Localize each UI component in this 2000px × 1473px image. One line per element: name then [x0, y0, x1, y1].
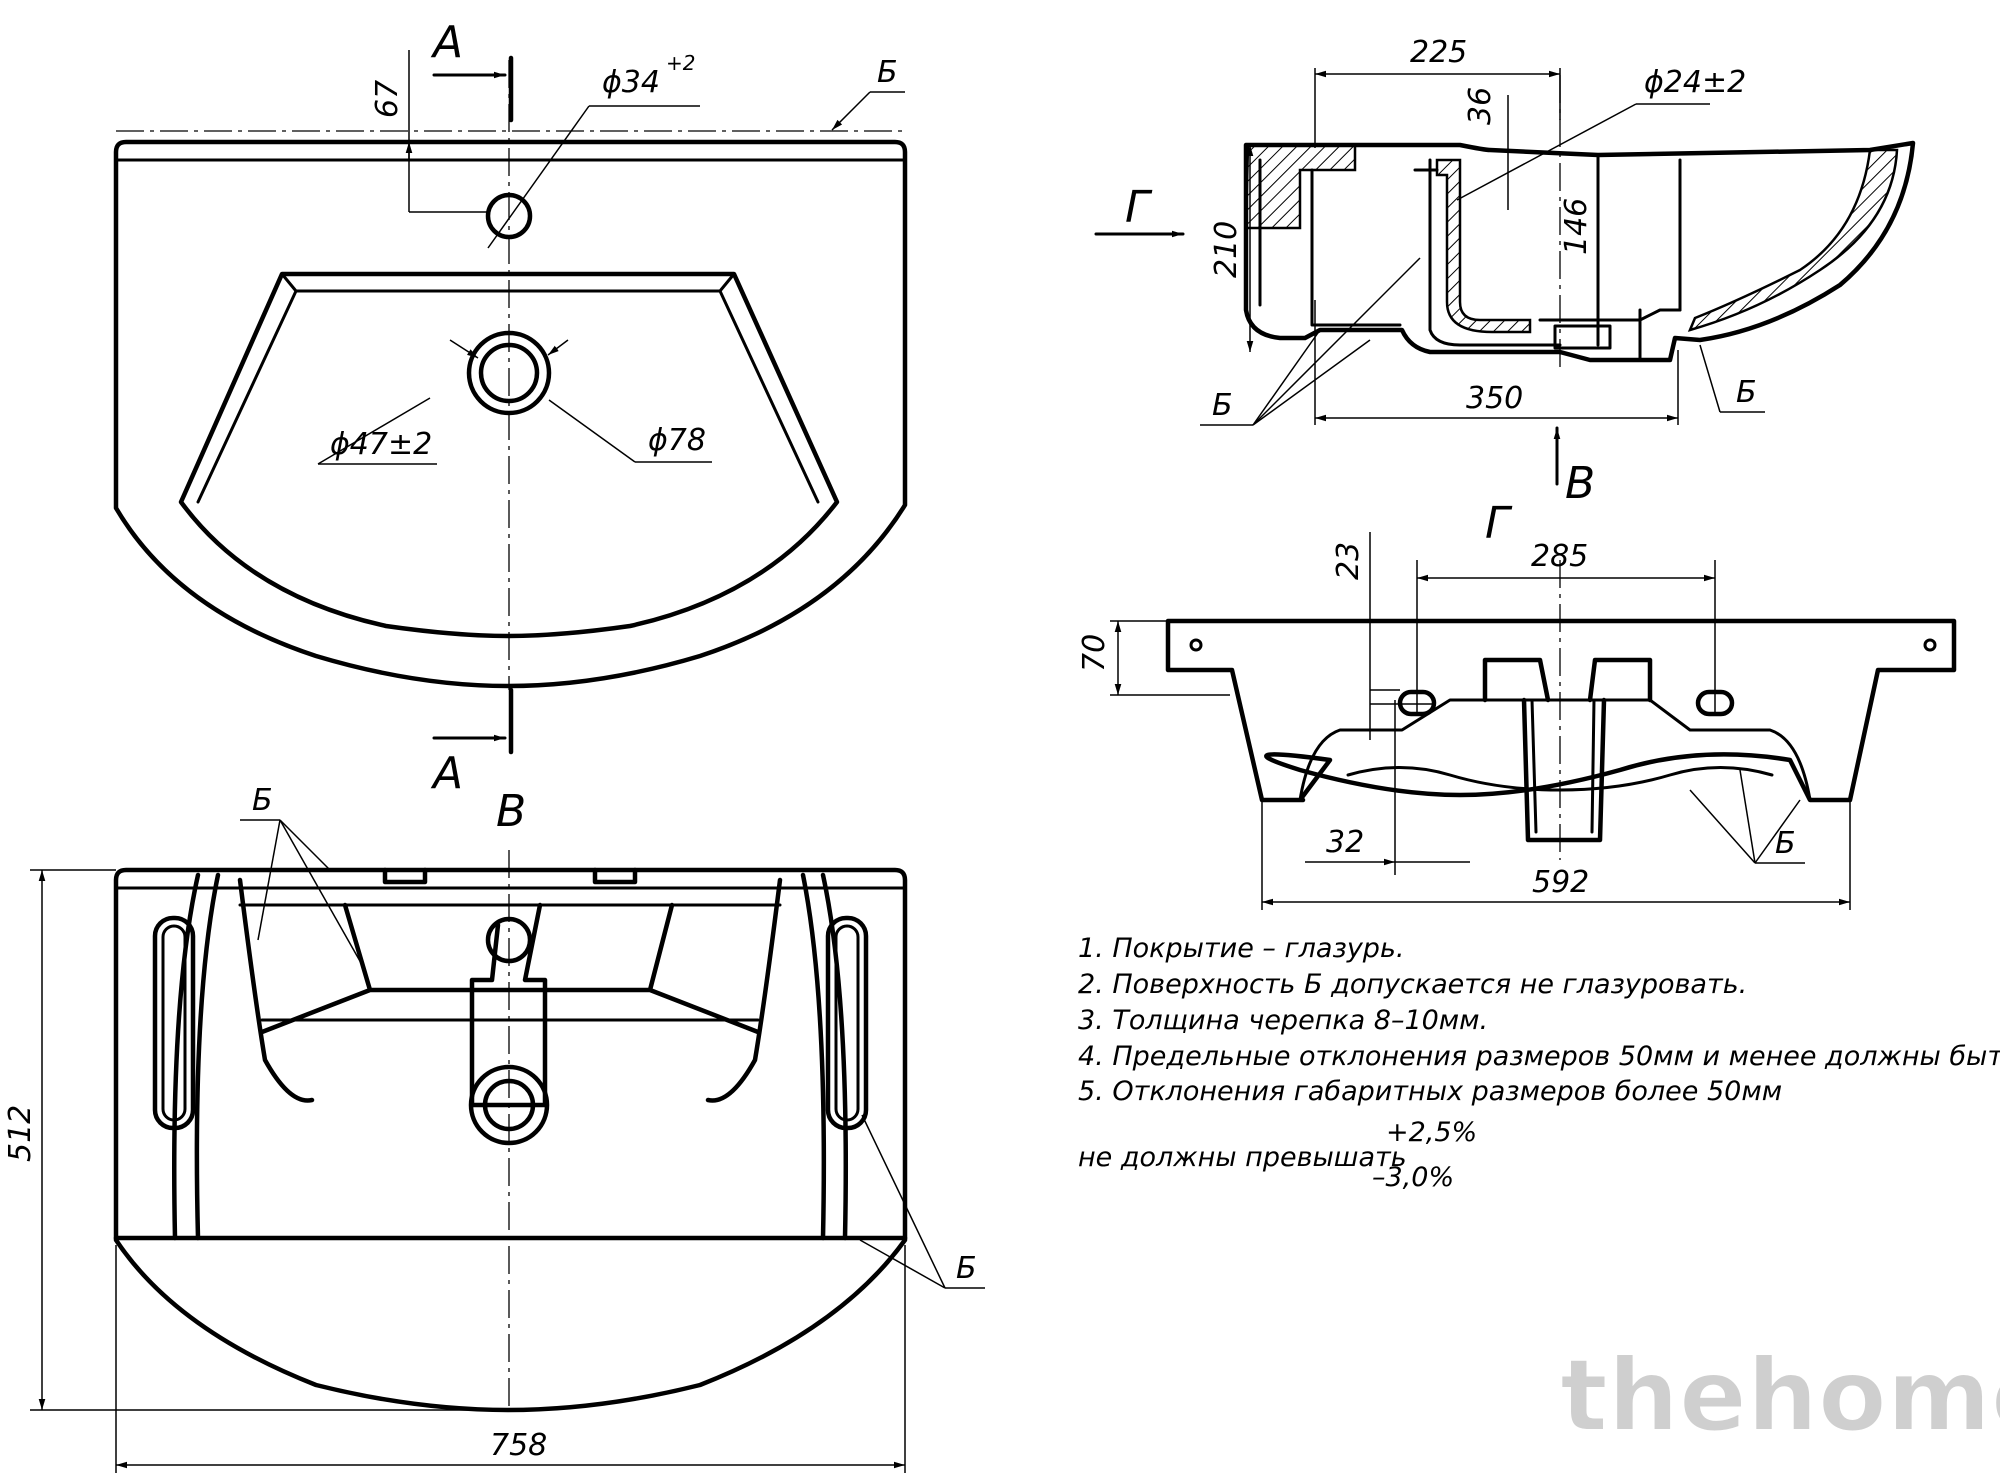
side-surface-label: Б [1775, 826, 1796, 861]
section-view: 225 36 ϕ24±2 210 146 350 Г В Б [1094, 35, 1916, 509]
note-tail-text: не должны превышать [1078, 1142, 1407, 1173]
top-view: А А 67 ϕ34 +2 ϕ47±2 ϕ78 Б [113, 17, 908, 799]
note-4: 4. Предельные отклонения размеров 50мм и… [1078, 1041, 2000, 1072]
bottom-drain-outer [468, 1064, 550, 1146]
bottom-surface-right: Б [956, 1251, 977, 1286]
watermark-logo: thehome [1560, 1337, 2000, 1454]
side-view: Г 285 23 70 32 [1077, 498, 1957, 910]
side-dim-width: 592 [1532, 865, 1589, 900]
section-outline [1243, 140, 1916, 363]
bottom-view-label: В [496, 786, 526, 837]
side-dim-top: 285 [1531, 539, 1588, 574]
dim-section-inner: 146 [1559, 198, 1594, 255]
side-dim-height: 70 [1077, 634, 1112, 672]
bottom-dim-width: 758 [490, 1428, 547, 1463]
note-tail-upper: +2,5% [1386, 1117, 1477, 1148]
dim-section-height: 210 [1209, 221, 1244, 278]
section-label-bottom: А [430, 748, 463, 799]
note-1: 1. Покрытие – глазурь. [1078, 933, 1404, 964]
dim-tap-hole-tol: +2 [666, 51, 695, 75]
side-dim-small: 32 [1326, 825, 1364, 860]
dim-section-width: 350 [1466, 381, 1523, 416]
side-view-label: Г [1485, 498, 1513, 549]
note-2: 2. Поверхность Б допускается не глазуров… [1078, 969, 1747, 1000]
side-view-slab [1165, 618, 1957, 803]
bottom-dim-height: 512 [3, 1105, 38, 1162]
top-view-bowl [178, 271, 840, 639]
top-surface-label: Б [877, 55, 898, 90]
dim-drain: ϕ47±2 [330, 427, 432, 462]
section-bowl-shell [1687, 148, 1899, 332]
dim-section-depth: 225 [1410, 35, 1467, 70]
note-tail-lower: –3,0% [1372, 1162, 1454, 1193]
dim-section-overflow: ϕ24±2 [1644, 65, 1746, 100]
top-view-outline [113, 139, 908, 689]
bottom-view: В 512 758 [3, 783, 985, 1473]
dim-section-rim: 36 [1463, 87, 1498, 125]
dim-tap-offset: 67 [370, 80, 405, 118]
bottom-view-bowl [237, 877, 783, 1103]
note-3: 3. Толщина черепка 8–10мм. [1078, 1005, 1488, 1036]
section-surface-right: Б [1736, 375, 1757, 410]
dim-drain-outer: ϕ78 [648, 423, 706, 458]
section-label-top: А [430, 17, 463, 68]
note-5: 5. Отклонения габаритных размеров более … [1078, 1076, 1782, 1107]
bottom-surface-top: Б [252, 783, 273, 818]
dim-tap-hole: ϕ34 [602, 65, 660, 100]
section-left-block [1244, 143, 1357, 230]
section-view-label: Г [1125, 182, 1153, 233]
mount-slot-right [825, 915, 869, 1131]
view-arrow-label-b: В [1565, 458, 1595, 509]
section-wall [1435, 158, 1532, 334]
side-dim-hole: 23 [1331, 542, 1366, 580]
notes: 1. Покрытие – глазурь. 2. Поверхность Б … [1078, 933, 2000, 1193]
bottom-view-outline [113, 867, 908, 1413]
mount-slot-left [152, 915, 196, 1131]
section-surface-left: Б [1212, 388, 1233, 423]
